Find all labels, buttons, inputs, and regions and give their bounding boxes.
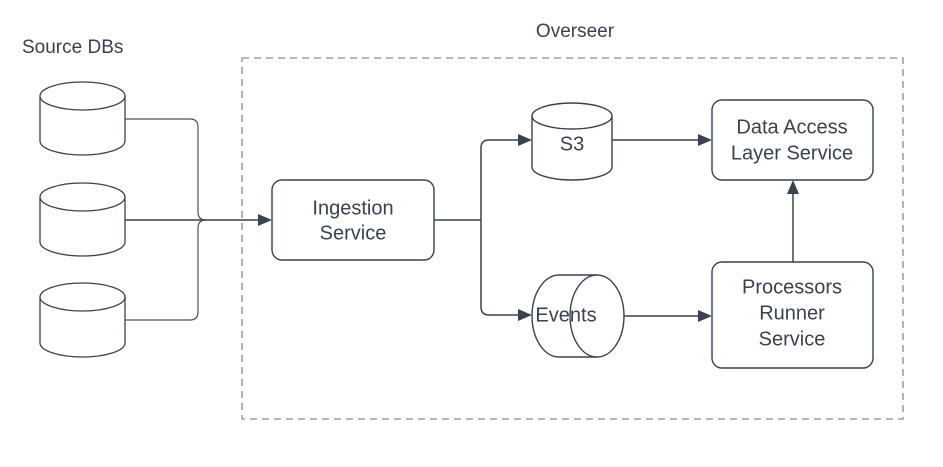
ingestion-service-label-line1: Ingestion <box>312 197 393 219</box>
arrowhead-to-s3 <box>518 134 532 146</box>
processors-label-line3: Service <box>759 328 826 350</box>
arrowhead-to-processors <box>698 310 712 322</box>
data-access-label-line2: Layer Service <box>731 142 853 164</box>
node-s3[interactable]: S3 <box>531 102 613 181</box>
s3-label: S3 <box>560 133 584 155</box>
node-data-access-layer-service[interactable]: Data Access Layer Service <box>711 99 874 181</box>
overseer-label: Overseer <box>536 21 615 42</box>
node-processors-runner-service[interactable]: Processors Runner Service <box>711 261 874 369</box>
edge-ingestion-to-events <box>480 220 522 316</box>
ingestion-service-label-line2: Service <box>320 222 387 244</box>
source-db-1[interactable] <box>39 81 126 156</box>
edge-db1-to-ingestion <box>125 118 207 221</box>
data-access-label-line1: Data Access <box>736 116 847 138</box>
source-db-2[interactable] <box>39 182 126 257</box>
arrowhead-to-ingestion <box>258 214 272 226</box>
processors-label-line2: Runner <box>759 302 825 324</box>
arrowhead-to-events <box>518 309 532 321</box>
source-db-3[interactable] <box>39 282 126 358</box>
source-dbs-label: Source DBs <box>22 37 123 58</box>
arrowhead-to-data-access <box>698 134 712 146</box>
edge-db3-to-ingestion <box>125 219 207 321</box>
arrowhead-processors-to-data-access <box>787 180 799 194</box>
edge-ingestion-to-s3 <box>480 139 522 220</box>
node-events[interactable]: Events <box>531 274 625 358</box>
events-label: Events <box>535 304 596 326</box>
overseer-group-boundary <box>241 57 904 420</box>
processors-label-line1: Processors <box>742 276 842 298</box>
node-ingestion-service[interactable]: Ingestion Service <box>271 179 435 261</box>
